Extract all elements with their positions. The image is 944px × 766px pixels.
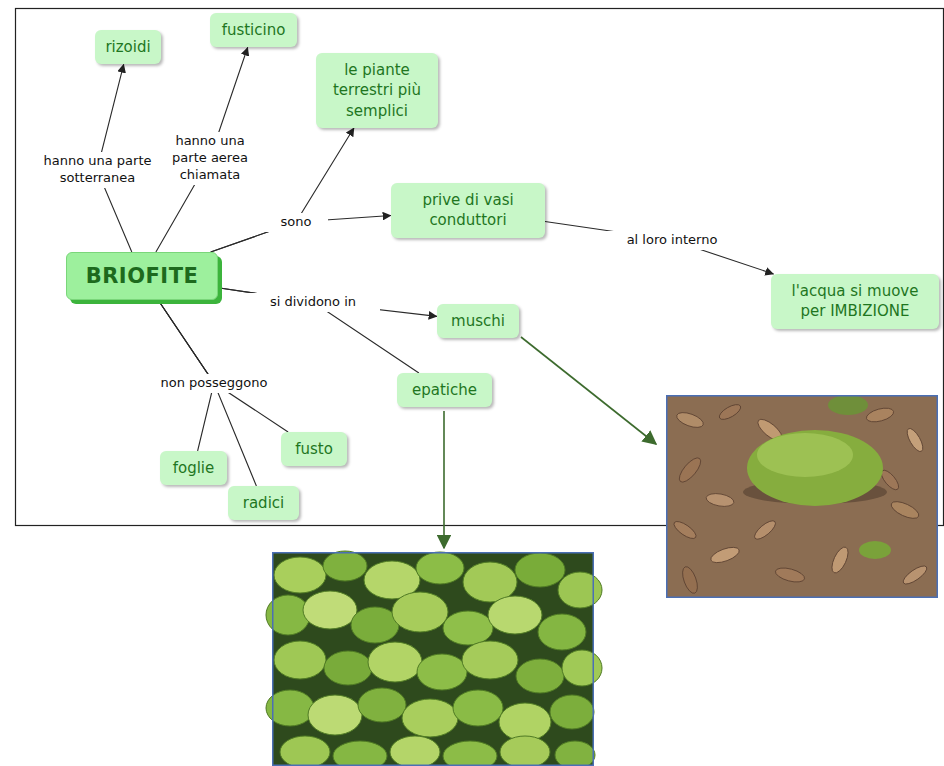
link-label: hanno una parte aerea chiamata xyxy=(159,132,261,185)
concept-text: foglie xyxy=(168,458,219,478)
main-concept-box: BRIOFITE xyxy=(66,252,218,300)
concept-box: fusticino xyxy=(210,13,297,47)
concept-text: prive di vasi conduttori xyxy=(399,190,537,231)
photo-pointer xyxy=(521,337,656,444)
concept-box: le piante terrestri più semplici xyxy=(316,53,438,128)
concept-text: fusticino xyxy=(218,20,289,40)
link-label: si dividono in xyxy=(246,293,380,312)
concept-box: l'acqua si muove per IMBIZIONE xyxy=(771,274,939,329)
link-label: hanno una parte sotterranea xyxy=(28,152,167,188)
link-label: non posseggono xyxy=(142,374,286,393)
connector xyxy=(158,300,256,486)
link-label: sono xyxy=(264,213,328,232)
concept-box: muschi xyxy=(437,304,519,338)
connector xyxy=(158,300,288,432)
connector xyxy=(218,288,419,373)
concept-box: epatiche xyxy=(397,373,492,407)
link-label: al loro interno xyxy=(600,231,744,250)
concept-text: l'acqua si muove per IMBIZIONE xyxy=(779,281,931,322)
concept-text: rizoidi xyxy=(103,37,153,57)
moss-photo xyxy=(666,395,938,598)
concept-box: radici xyxy=(228,486,299,520)
concept-box: prive di vasi conduttori xyxy=(391,183,545,238)
concept-text: le piante terrestri più semplici xyxy=(324,60,430,121)
concept-box: fusto xyxy=(281,432,347,466)
concept-box: rizoidi xyxy=(95,30,161,64)
concept-box: foglie xyxy=(160,451,227,485)
concept-text: fusto xyxy=(289,439,339,459)
concept-text: epatiche xyxy=(405,380,484,400)
concept-text: BRIOFITE xyxy=(81,262,203,290)
map-frame xyxy=(16,9,944,526)
photo-pointer xyxy=(443,411,445,548)
connector xyxy=(545,222,774,275)
concept-text: radici xyxy=(236,493,291,513)
concept-text: muschi xyxy=(445,311,511,331)
liverwort-photo xyxy=(266,551,602,766)
